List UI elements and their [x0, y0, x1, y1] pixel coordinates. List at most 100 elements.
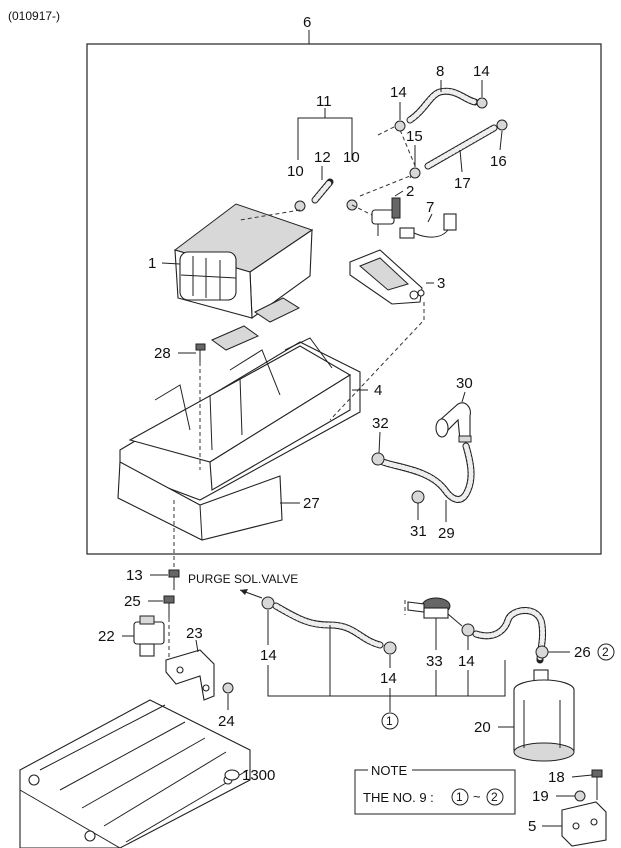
leader-30: [461, 391, 466, 403]
clamp-31: [411, 490, 425, 504]
bolt-18: [591, 769, 603, 800]
note-circle-to-text: 2: [491, 790, 498, 804]
hose-8: [406, 87, 479, 124]
nut-24: [222, 682, 234, 694]
leader-18: [571, 774, 593, 778]
label-27: 27: [303, 495, 320, 512]
bracket-23: [165, 649, 215, 701]
clamp-14-left: [394, 120, 406, 132]
label-11: 11: [316, 93, 332, 110]
hose-29: [379, 442, 475, 503]
clamp-32: [371, 452, 385, 466]
label-13: 13: [126, 567, 143, 584]
hose-17: [424, 124, 498, 170]
leader-7: [427, 213, 433, 223]
label-10-left: 10: [287, 163, 304, 180]
circle-ref-1-text: 1: [386, 714, 393, 728]
bolt-25: [163, 595, 175, 618]
solenoid-22: [133, 615, 165, 657]
label-14-b: 14: [473, 63, 490, 80]
note-circle-to: [486, 788, 504, 806]
leader-1: [161, 262, 181, 265]
clamp-14-e: [461, 623, 475, 637]
label-26: 26: [574, 644, 591, 661]
dashline-top-d: [359, 175, 411, 197]
circle-ref-2-text: 2: [602, 645, 609, 659]
clamp-14-c: [261, 596, 275, 610]
bracket-3: [349, 249, 425, 305]
label-18: 18: [548, 769, 565, 786]
elbow-30: [435, 402, 472, 443]
filter-pads: [210, 297, 301, 351]
dashline-top-a: [239, 209, 301, 221]
label-7: 7: [426, 199, 434, 216]
note-circle-from-text: 1: [456, 790, 463, 804]
clamp-14-d: [383, 641, 397, 655]
label-2: 2: [406, 183, 414, 200]
note-circle-from: [451, 788, 469, 806]
shield-part: [117, 461, 283, 541]
circle-ref-1: [381, 712, 399, 730]
canister-part: [173, 203, 314, 320]
label-15: 15: [406, 128, 423, 145]
purge-valve-callout: PURGE SOL.VALVE: [188, 572, 298, 586]
bolt-13: [168, 569, 180, 590]
label-14-d: 14: [380, 670, 397, 687]
label-14-e: 14: [458, 653, 475, 670]
label-1: 1: [148, 255, 156, 272]
hose-12: [311, 178, 334, 204]
label-23: 23: [186, 625, 203, 642]
label-24: 24: [218, 713, 235, 730]
note-title-bg: [368, 764, 412, 776]
label-8: 8: [436, 63, 444, 80]
group-bracket-9: [267, 660, 506, 697]
note-tilde: ~: [473, 789, 481, 804]
intake-manifold: [19, 699, 251, 848]
circle-ref-2: [597, 643, 615, 661]
clamp-14-right: [476, 97, 488, 109]
label-22: 22: [98, 628, 115, 645]
dashline-top-b: [351, 204, 373, 216]
tray-part: [119, 337, 361, 501]
clamp-16: [496, 119, 508, 131]
label-14-c: 14: [260, 647, 277, 664]
valve-2: [371, 197, 401, 236]
label-12: 12: [314, 149, 331, 166]
bolt-28: [195, 343, 206, 362]
dashline-top-c: [377, 124, 417, 179]
clamp-15: [409, 167, 421, 179]
leader-16: [499, 130, 503, 151]
bracket-5: [561, 801, 607, 847]
label-29: 29: [438, 525, 455, 542]
label-28: 28: [154, 345, 171, 362]
label-14-a: 14: [390, 84, 407, 101]
label-17: 17: [454, 175, 471, 192]
filter-20: [513, 669, 575, 762]
label-19: 19: [532, 788, 549, 805]
leader-2: [394, 190, 404, 197]
label-32: 32: [372, 415, 389, 432]
label-10-right: 10: [343, 149, 360, 166]
label-6: 6: [303, 14, 311, 31]
sensor-7: [399, 213, 457, 239]
header-code: (010917-): [8, 9, 60, 23]
note-title: NOTE: [371, 763, 407, 778]
label-31: 31: [410, 523, 427, 540]
label-4: 4: [374, 382, 382, 399]
label-33: 33: [426, 653, 443, 670]
label-20: 20: [474, 719, 491, 736]
label-1300: 1300: [242, 767, 275, 784]
hose-9a: [272, 602, 384, 649]
valve-33: [407, 597, 463, 627]
nut-19: [574, 790, 586, 802]
purge-arrow-head: [240, 589, 248, 595]
hose-9b: [472, 607, 547, 664]
note-text: THE NO. 9 :: [363, 790, 434, 805]
label-25: 25: [124, 593, 141, 610]
clamp-10-left: [294, 200, 306, 212]
assembly-frame: [86, 43, 602, 555]
leader-17: [459, 149, 463, 173]
ref-1300-oval: [224, 769, 240, 781]
label-16: 16: [490, 153, 507, 170]
